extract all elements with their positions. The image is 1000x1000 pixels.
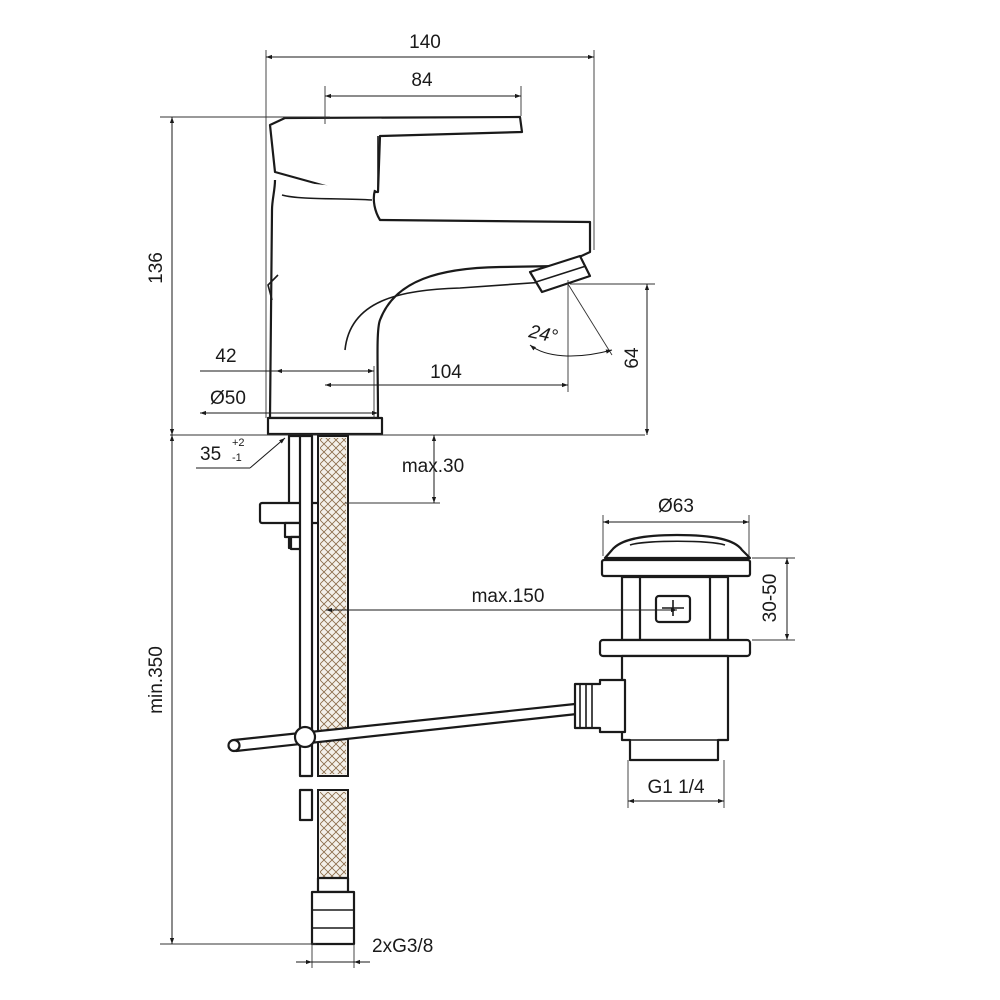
faucet-body [266, 115, 592, 436]
dim-label-35-tol-minus: -1 [232, 452, 242, 464]
dim-label-35: 35 [200, 444, 221, 465]
dim-overall-width: 140 [265, 32, 595, 418]
dim-label-84: 84 [411, 70, 433, 91]
dim-label-30-50: 30-50 [760, 574, 781, 623]
dim-max-150: max.150 [326, 586, 677, 613]
dim-label-max150: max.150 [472, 586, 545, 607]
flexible-hoses [298, 434, 356, 946]
waste-plug [603, 533, 752, 560]
dim-label-d50: Ø50 [210, 388, 246, 409]
dim-label-24deg: 24° [526, 321, 560, 348]
dim-label-136: 136 [146, 252, 167, 284]
hose-nut [310, 890, 356, 946]
dim-max-30: max.30 [345, 435, 464, 504]
base-flange [266, 416, 384, 436]
dim-label-104: 104 [430, 362, 462, 383]
dim-label-max30: max.30 [402, 456, 464, 477]
waste-valve [573, 533, 752, 762]
dim-waste-thread: G1 1/4 [627, 760, 725, 808]
dim-spout-reach: 104 [325, 280, 569, 392]
spout [268, 179, 592, 420]
lever-handle [268, 115, 524, 194]
dim-label-140: 140 [409, 32, 441, 53]
dim-total-height: 136 [146, 116, 330, 435]
rod-clip [293, 725, 317, 749]
dim-label-d63: Ø63 [658, 496, 694, 517]
dim-spout-angle: 24° [526, 283, 613, 357]
dim-label-min350: min.350 [146, 646, 167, 714]
pop-up-rod [227, 702, 579, 753]
dim-base-offset: 42 [200, 346, 375, 418]
dim-waste-height: 30-50 [752, 557, 795, 641]
dim-min-350: min.350 [146, 435, 316, 945]
dim-hose-connection: 2xG3/8 [296, 936, 433, 968]
dim-label-42: 42 [215, 346, 236, 367]
dim-label-35-tol-plus: +2 [232, 437, 245, 449]
dim-base-diameter: Ø50 [200, 388, 378, 416]
dim-waste-diameter: Ø63 [602, 496, 750, 556]
dim-label-g114: G1 1/4 [647, 777, 704, 798]
dim-label-64: 64 [622, 347, 643, 369]
dim-handle-width: 84 [324, 70, 522, 124]
waste-side-connector [573, 678, 627, 734]
dim-label-2xg38: 2xG3/8 [372, 936, 433, 957]
dim-counter-thickness: 35 +2 -1 [196, 437, 286, 469]
dim-spout-height: 64 [570, 283, 655, 435]
